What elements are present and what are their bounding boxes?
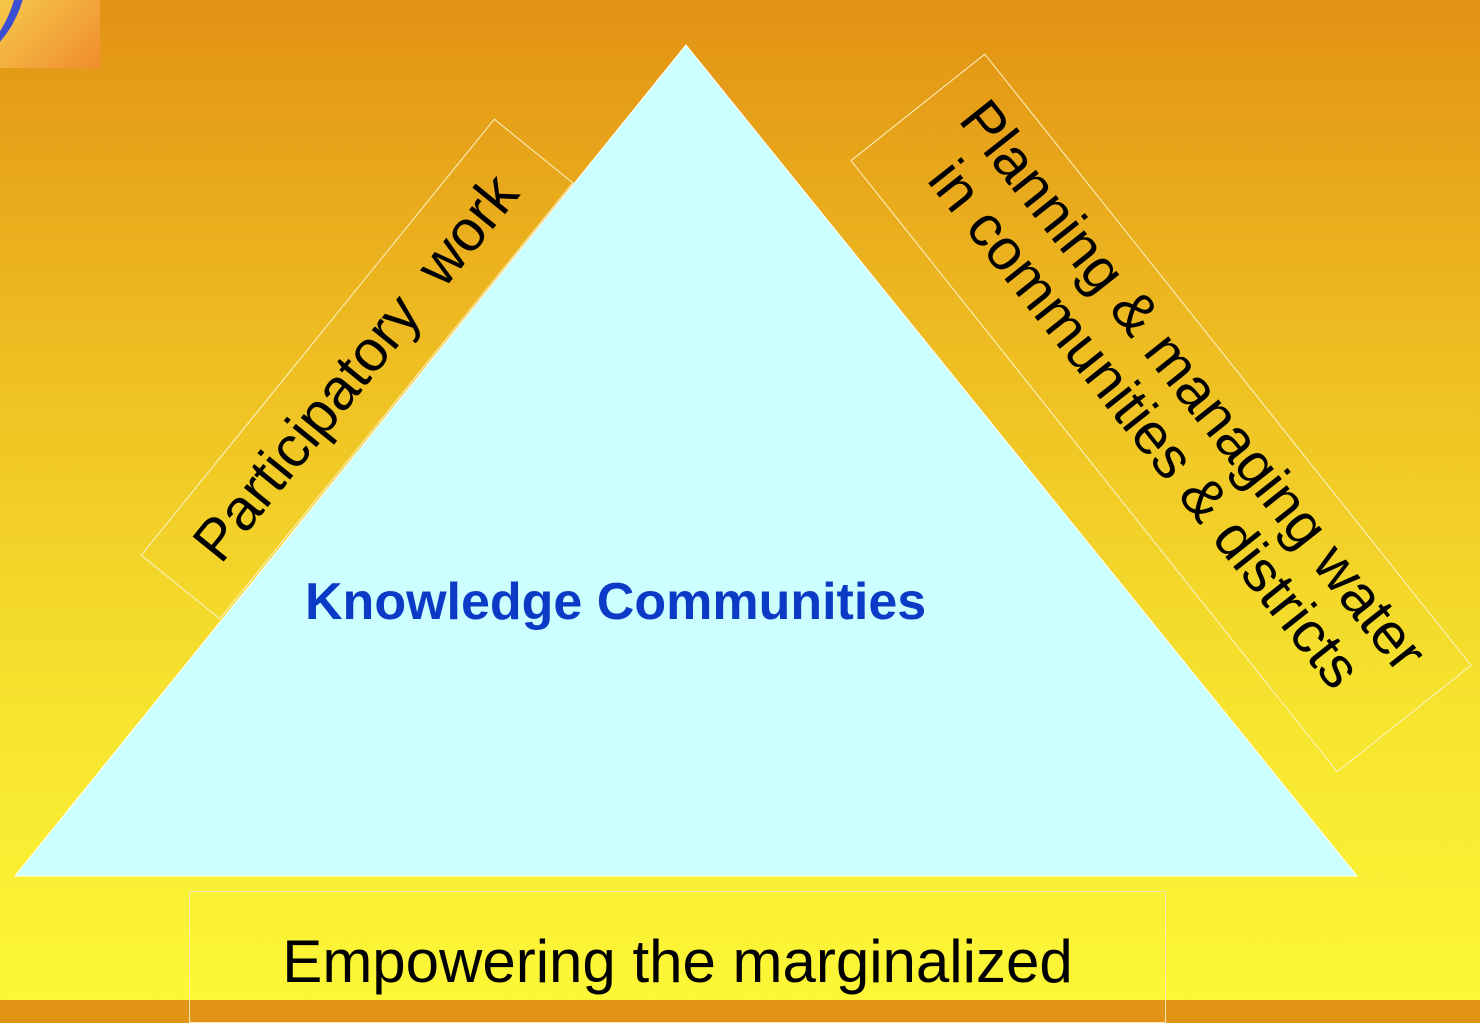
diagram-canvas	[13, 44, 1359, 877]
bottom-label: Empowering the marginalized	[282, 928, 1073, 995]
corner-logo	[0, 0, 100, 68]
center-label: Knowledge Communities	[305, 573, 927, 631]
bottom-box: Empowering the marginalized	[189, 891, 1166, 1023]
knowledge-triangle	[13, 44, 1359, 877]
